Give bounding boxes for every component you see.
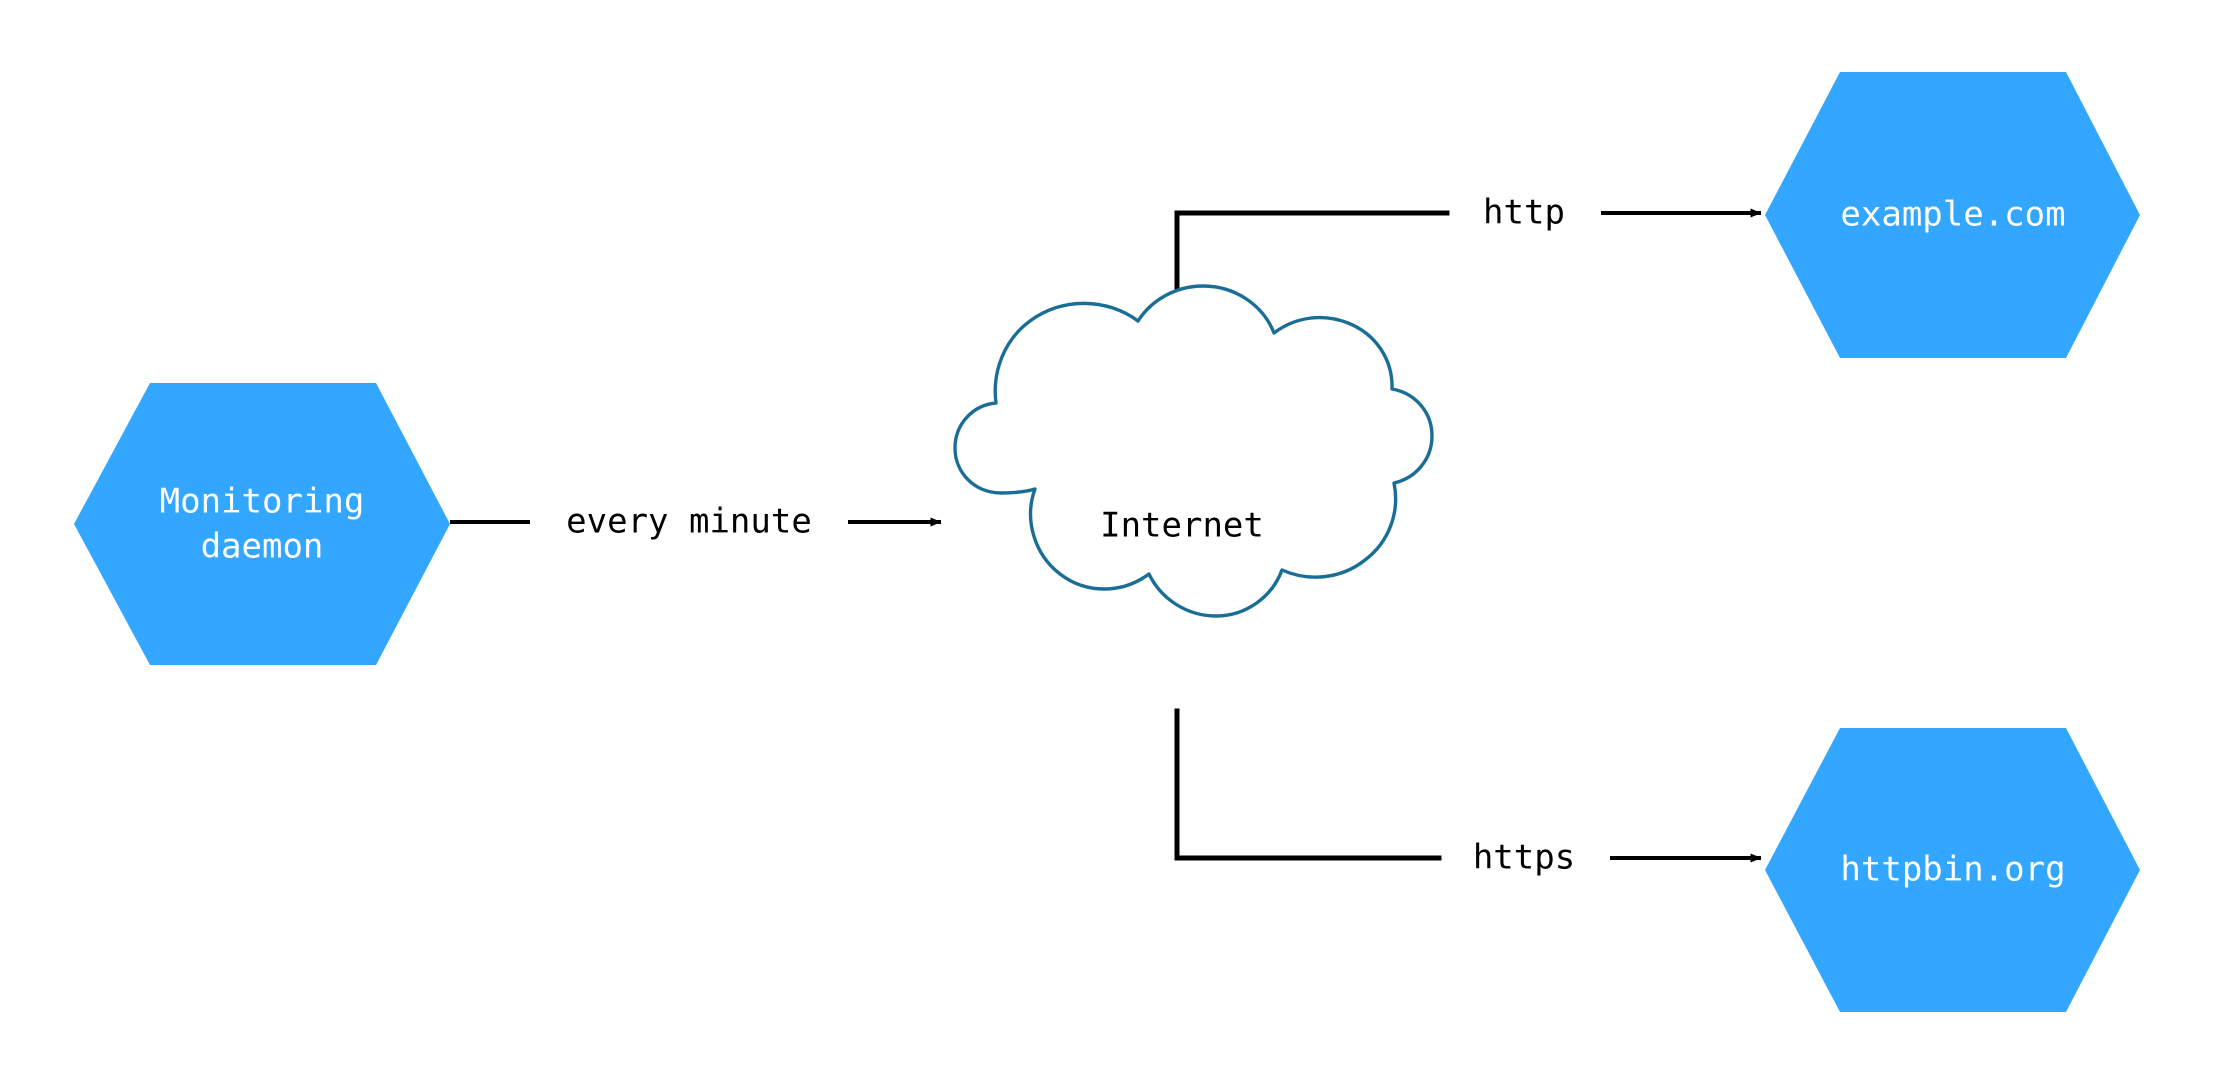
edge-internet-to-example: http: [1174, 193, 1762, 335]
hexagon-shape-httpbin-org[interactable]: [1765, 728, 2140, 1012]
hexagon-shape-monitoring-daemon[interactable]: [74, 383, 450, 665]
node-label-monitoring-daemon-line1: Monitoring: [160, 482, 365, 522]
node-httpbin-org[interactable]: httpbin.org: [1765, 728, 2140, 1012]
edge-label-http: http: [1483, 193, 1565, 233]
node-label-httpbin-org: httpbin.org: [1840, 850, 2065, 890]
cloud-shape-internet[interactable]: [953, 284, 1434, 618]
node-label-internet: Internet: [1100, 506, 1264, 546]
edge-internet-to-httpbin: https: [1174, 708, 1762, 878]
hexagon-shape-example-com[interactable]: [1765, 72, 2140, 358]
edge-label-https: https: [1473, 838, 1575, 878]
node-internet[interactable]: Internet: [953, 284, 1434, 618]
node-label-monitoring-daemon-line2: daemon: [201, 527, 324, 567]
edge-label-every-minute: every minute: [566, 502, 812, 542]
node-monitoring-daemon[interactable]: Monitoring daemon: [74, 383, 450, 665]
edge-path-https-elbow: [1174, 708, 1442, 861]
node-label-example-com: example.com: [1840, 195, 2065, 235]
edge-daemon-to-internet: every minute: [450, 502, 942, 542]
node-example-com[interactable]: example.com: [1765, 72, 2140, 358]
